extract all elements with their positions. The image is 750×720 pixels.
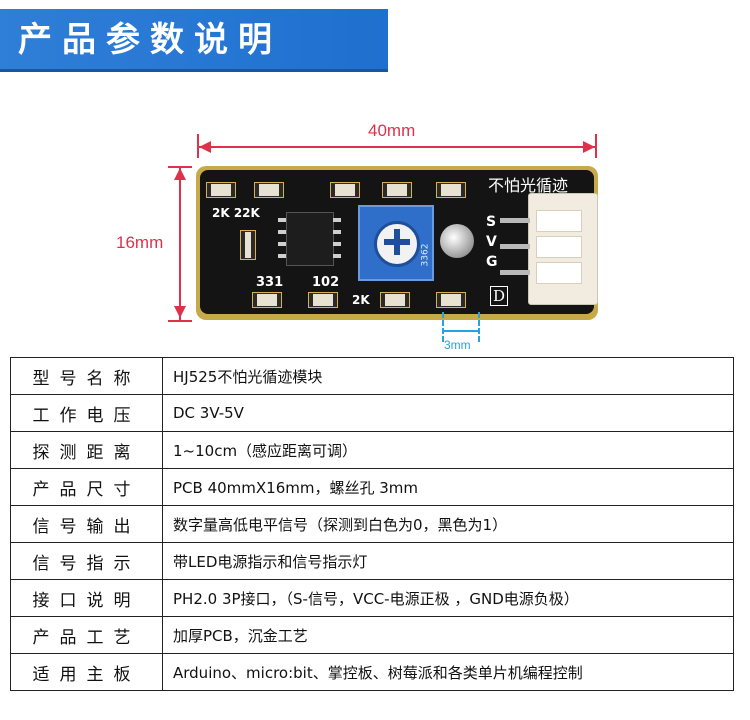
comparator-chip — [286, 212, 334, 266]
header-bar — [0, 9, 388, 71]
height-dimension-cap-top — [168, 166, 192, 168]
spec-label: 产品工艺 — [10, 616, 163, 654]
connector-pin — [500, 244, 530, 249]
height-dimension-cap-bottom — [168, 320, 192, 322]
hole-dimension-tick — [442, 312, 444, 342]
connector-slot — [536, 210, 582, 232]
spec-value: 数字量高低电平信号（探测到白色为0，黑色为1） — [162, 505, 734, 543]
table-row: 型号名称 HJ525不怕光循迹模块 — [10, 357, 734, 395]
table-row: 信号输出 数字量高低电平信号（探测到白色为0，黑色为1） — [10, 505, 734, 543]
smd-component — [252, 292, 282, 308]
width-dimension-line — [199, 146, 597, 148]
spec-value: HJ525不怕光循迹模块 — [162, 357, 734, 395]
dial-slot — [394, 229, 400, 255]
height-arrow-down-icon — [174, 306, 186, 318]
chip-pin — [278, 242, 286, 246]
hole-dimension-line — [443, 330, 479, 332]
smd-component — [254, 182, 284, 198]
board-label-resistors: 2K 22K — [212, 206, 260, 220]
spec-label: 产品尺寸 — [10, 468, 163, 506]
connector-pin — [500, 270, 530, 275]
width-dimension-cap-right — [595, 134, 597, 158]
spec-value: 1~10cm（感应距离可调） — [162, 431, 734, 469]
hole-label: 3mm — [444, 338, 471, 352]
smd-component — [382, 182, 412, 198]
chip-pin — [333, 254, 341, 258]
connector-pin — [500, 218, 530, 223]
width-label: 40mm — [368, 121, 416, 140]
table-row: 适用主板 Arduino、micro:bit、掌控板、树莓派和各类单片机编程控制 — [10, 653, 734, 691]
smd-component — [330, 182, 360, 198]
spec-value: PH2.0 3P接口，（S-信号，VCC-电源正极 ，GND电源负极） — [162, 579, 734, 617]
chip-pin — [333, 230, 341, 234]
table-row: 工作电压 DC 3V-5V — [10, 394, 734, 432]
spec-value: 加厚PCB，沉金工艺 — [162, 616, 734, 654]
header-accent-line — [0, 69, 388, 72]
infrared-sensor — [440, 224, 474, 258]
table-row: 产品工艺 加厚PCB，沉金工艺 — [10, 616, 734, 654]
spec-label: 信号输出 — [10, 505, 163, 543]
width-arrow-right-icon — [583, 141, 595, 153]
smd-component — [436, 182, 466, 198]
chip-pin — [333, 242, 341, 246]
spec-label: 型号名称 — [10, 357, 163, 395]
spec-label: 信号指示 — [10, 542, 163, 580]
pin-label-g: G — [486, 254, 498, 270]
board-label-d: D — [490, 286, 509, 306]
spec-value: 带LED电源指示和信号指示灯 — [162, 542, 734, 580]
hole-dimension-tick — [478, 312, 480, 342]
spec-label: 工作电压 — [10, 394, 163, 432]
pot-label: 3362 — [420, 243, 431, 267]
chip-pin — [333, 218, 341, 222]
spec-value: PCB 40mmX16mm，螺丝孔 3mm — [162, 468, 734, 506]
chip-pin — [278, 218, 286, 222]
height-arrow-up-icon — [174, 168, 186, 180]
chip-pin — [278, 254, 286, 258]
table-row: 探测距离 1~10cm（感应距离可调） — [10, 431, 734, 469]
spec-value: DC 3V-5V — [162, 394, 734, 432]
smd-component — [240, 230, 256, 260]
board-title: 不怕光循迹 — [488, 176, 569, 195]
table-row: 接口说明 PH2.0 3P接口，（S-信号，VCC-电源正极 ，GND电源负极） — [10, 579, 734, 617]
smd-component — [380, 292, 410, 308]
spec-value: Arduino、micro:bit、掌控板、树莓派和各类单片机编程控制 — [162, 653, 734, 691]
width-dimension-cap-left — [197, 134, 199, 158]
board-label-2k: 2K — [352, 293, 370, 307]
spec-label: 接口说明 — [10, 579, 163, 617]
table-row: 信号指示 带LED电源指示和信号指示灯 — [10, 542, 734, 580]
smd-component — [206, 182, 236, 198]
pin-label-v: V — [486, 234, 497, 250]
connector-slot — [536, 236, 582, 258]
board-label-102: 102 — [312, 275, 340, 290]
spec-label: 探测距离 — [10, 431, 163, 469]
pin-label-s: S — [486, 214, 497, 230]
height-dimension-line — [179, 168, 181, 320]
connector-slot — [536, 262, 582, 284]
page-title: 产品参数说明 — [18, 20, 282, 60]
spec-label: 适用主板 — [10, 653, 163, 691]
smd-component — [308, 292, 338, 308]
smd-component — [436, 292, 466, 308]
width-arrow-left-icon — [199, 141, 211, 153]
chip-pin — [278, 230, 286, 234]
board-label-331: 331 — [256, 275, 284, 290]
height-label: 16mm — [116, 233, 164, 252]
spec-table: 型号名称 HJ525不怕光循迹模块 工作电压 DC 3V-5V 探测距离 1~1… — [10, 357, 734, 691]
table-row: 产品尺寸 PCB 40mmX16mm，螺丝孔 3mm — [10, 468, 734, 506]
